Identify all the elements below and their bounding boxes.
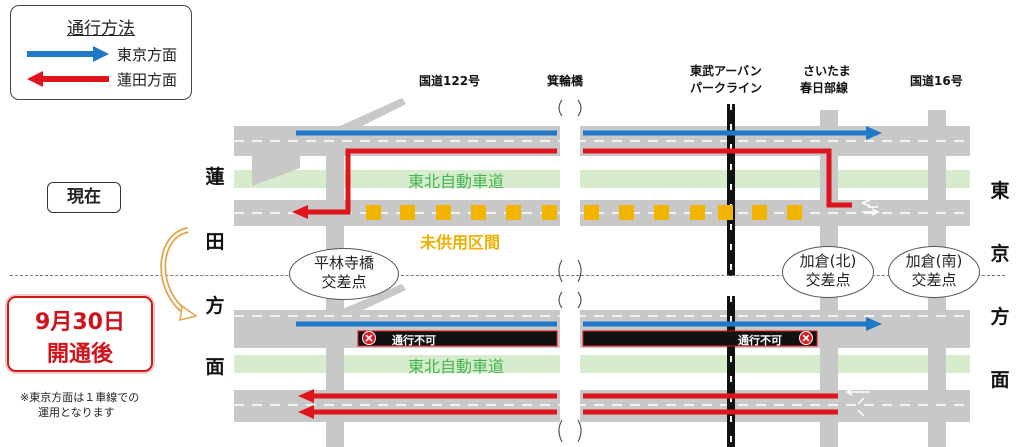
merge-arrows-top <box>861 199 880 216</box>
legend-hasuda-arrow-icon <box>27 71 109 87</box>
hasuda-route-arrowhead-bottom-1 <box>298 389 314 403</box>
intersection-kakura-north-suffix: 交差点 <box>805 271 851 289</box>
no-passage-bar-right <box>582 330 818 347</box>
route122-diagonal-bottom <box>340 284 406 316</box>
hasuda-route-arrowhead-top <box>292 205 308 219</box>
no-entry-icon-left <box>362 331 376 345</box>
expressway-band-bottom <box>234 355 970 373</box>
left-side-char-2: 田 <box>205 231 225 253</box>
railway-top <box>727 104 735 276</box>
intersection-kakura-south: 加倉(南) 交差点 <box>888 246 980 298</box>
note-line-1: ※東京方面は１車線での <box>20 391 140 404</box>
heading-saitama-1: さいたま <box>803 64 851 78</box>
heading-minowa-bridge: 箕輪橋 <box>547 74 584 88</box>
cross-road-route122-bottom <box>326 292 344 447</box>
note-line-2: 運用となります <box>38 406 115 419</box>
left-side-char-1: 蓮 <box>205 166 225 188</box>
no-passage-label-left: 通行不可 <box>392 334 436 347</box>
heading-route16: 国道16号 <box>910 74 963 88</box>
heading-saitama-2: 春日部線 <box>800 81 849 95</box>
intersection-hirabayashi-name: 平林寺橋 <box>313 254 374 272</box>
railway-bottom <box>727 296 735 447</box>
intersection-kakura-north-name: 加倉(北) <box>799 252 857 270</box>
after-opening-section <box>234 284 970 447</box>
heading-tobu-line-1: 東武アーバン <box>690 64 762 78</box>
legend-title: 通行方法 <box>67 19 135 39</box>
one-lane-note: ※東京方面は１車線での 運用となります <box>20 390 139 420</box>
right-side-char-1: 東 <box>990 180 1010 202</box>
left-side-char-4: 面 <box>205 356 225 378</box>
current-section <box>234 98 970 283</box>
intersection-kakura-south-suffix: 交差点 <box>911 271 957 289</box>
transition-arrow-icon <box>160 227 198 321</box>
legend: 通行方法 東京方面 蓮田方面 <box>10 5 192 100</box>
no-passage-label-right: 通行不可 <box>738 334 782 347</box>
after-opening-box: 9月30日 開通後 <box>7 296 153 372</box>
hasuda-route-arrowhead-bottom-2 <box>298 405 314 419</box>
heading-tobu-line-2: パークライン <box>690 81 763 95</box>
slip-ramp-top <box>252 156 300 186</box>
hasuda-route-top-right <box>583 148 852 208</box>
legend-tokyo-label: 東京方面 <box>117 46 178 64</box>
cross-road-route16-top <box>928 110 946 272</box>
unused-section-marks <box>366 205 802 220</box>
unused-section-label: 未供用区間 <box>420 233 501 252</box>
legend-hasuda-label: 蓮田方面 <box>117 71 178 89</box>
route122-diagonal-top <box>340 98 406 132</box>
tokyo-route-arrowhead-top <box>866 126 882 140</box>
legend-tokyo-arrow-icon <box>27 46 109 62</box>
expressway-band-top <box>234 170 970 188</box>
bridge-break-top <box>558 99 582 283</box>
intersection-hirabayashi: 平林寺橋 交差点 <box>289 248 399 300</box>
intersection-kakura-south-name: 加倉(南) <box>905 252 963 270</box>
tokyo-route-arrowhead-bottom <box>866 317 882 331</box>
merge-arrows-bottom <box>845 378 870 417</box>
current-label: 現在 <box>47 182 121 213</box>
intersection-hirabayashi-suffix: 交差点 <box>321 273 367 291</box>
bridge-break-bottom <box>558 290 582 447</box>
cross-road-route16-bottom <box>928 292 946 447</box>
hasuda-route-top-left <box>308 148 557 215</box>
heading-route122: 国道122号 <box>419 74 481 88</box>
after-opening-label: 開通後 <box>46 342 113 367</box>
after-opening-date: 9月30日 <box>35 310 125 335</box>
section-divider <box>10 275 1005 276</box>
right-side-char-4: 面 <box>990 369 1010 391</box>
no-entry-icon-right <box>799 331 813 345</box>
expressway-label-bottom: 東北自動車道 <box>408 357 505 376</box>
no-passage-bar-left <box>357 330 558 347</box>
intersection-kakura-north: 加倉(北) 交差点 <box>782 246 874 298</box>
left-side-char-3: 方 <box>205 295 225 317</box>
right-side-char-3: 方 <box>990 306 1010 328</box>
right-side-char-2: 京 <box>990 243 1010 265</box>
expressway-label-top: 東北自動車道 <box>408 172 505 191</box>
cross-road-route122-top <box>326 126 344 272</box>
cross-road-saitama-bottom <box>820 292 838 447</box>
